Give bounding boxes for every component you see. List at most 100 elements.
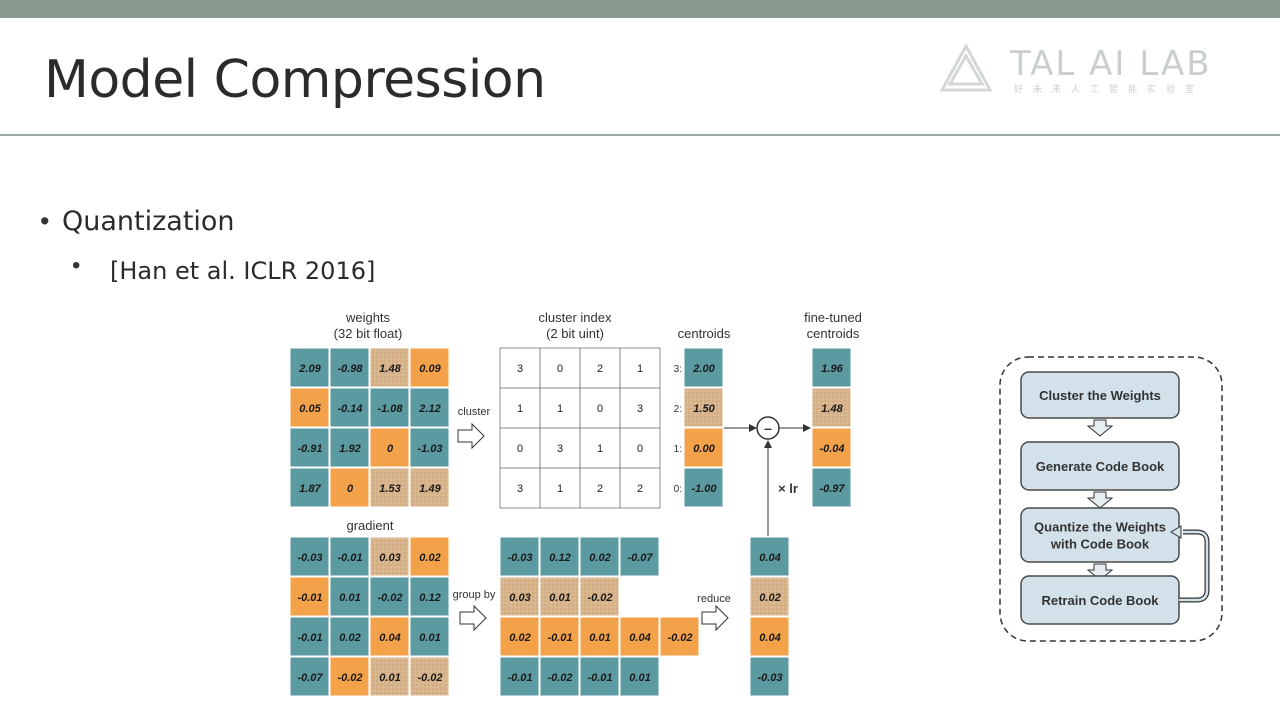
weight-cell: [369, 467, 410, 508]
gradient-value: -0.01: [297, 632, 322, 644]
grouped-value: -0.03: [507, 552, 532, 564]
grouped-cell: [579, 536, 620, 577]
weight-value: -1.08: [377, 403, 403, 415]
gradient-value: 0.02: [419, 552, 440, 564]
title-divider: [0, 134, 1280, 136]
cluster-index-value: 3: [637, 403, 643, 415]
weight-value: 1.48: [379, 363, 401, 375]
cluster-index-title: cluster index: [539, 310, 612, 325]
cluster-index-cell: [579, 387, 621, 429]
gradient-value: -0.02: [417, 672, 442, 684]
cluster-index-value: 1: [597, 443, 603, 455]
flowchart-down-arrow-icon: [1086, 491, 1114, 509]
grouped-value: 0.02: [589, 552, 610, 564]
grouped-value: -0.01: [507, 672, 532, 684]
grouped-value: 0.02: [509, 632, 530, 644]
groupby-label: group by: [453, 589, 496, 601]
grouped-value: -0.02: [587, 592, 612, 604]
weight-value: 1.92: [339, 443, 360, 455]
weights-title: (32 bit float): [334, 326, 403, 341]
gradient-cell: [409, 536, 450, 577]
weight-cell: [409, 467, 450, 508]
gradient-cell: [329, 576, 370, 617]
gradient-cell: [409, 656, 450, 697]
cluster-index-value: 2: [597, 363, 603, 375]
cluster-index-value: 3: [517, 483, 523, 495]
gradient-cell: [289, 616, 330, 657]
flowchart-down-arrow-icon: [1086, 419, 1114, 437]
groupby-arrow-icon: [459, 604, 487, 632]
cluster-index-title: (2 bit uint): [546, 326, 604, 341]
weight-value: 2.09: [298, 363, 321, 375]
weight-value: 0: [387, 443, 394, 455]
cluster-index-value: 2: [637, 483, 643, 495]
weight-value: -0.14: [337, 403, 362, 415]
reduced-cell: [749, 656, 790, 697]
flowchart-step-box: [1020, 507, 1180, 563]
centroid-index: 1:: [674, 444, 682, 455]
grouped-value: 0.04: [629, 632, 650, 644]
grouped-cell: [539, 536, 580, 577]
cluster-index-value: 0: [597, 403, 603, 415]
grouped-cell: [579, 616, 620, 657]
finetuned-value: 1.48: [821, 403, 843, 415]
flowchart-down-arrow-icon: [1086, 563, 1114, 581]
finetuned-cell: [811, 347, 852, 388]
grouped-cell: [499, 656, 540, 697]
grouped-cell: [499, 616, 540, 657]
weight-value: 1.53: [379, 483, 400, 495]
centroid-cell: [683, 347, 724, 388]
gradient-cell: [289, 536, 330, 577]
weight-value: -0.98: [337, 363, 363, 375]
gradient-value: 0.02: [339, 632, 360, 644]
grouped-value: 0.12: [549, 552, 570, 564]
finetuned-title: fine-tuned: [804, 310, 862, 325]
cluster-index-value: 3: [557, 443, 563, 455]
flowchart-border: [999, 356, 1223, 642]
gradient-cell: [289, 576, 330, 617]
gradient-cell: [329, 536, 370, 577]
cluster-index-cell: [579, 467, 621, 509]
flowchart-step-box: [1020, 441, 1180, 491]
cluster-index-value: 2: [597, 483, 603, 495]
gradient-value: 0.01: [339, 592, 360, 604]
flowchart-step-label: Quantize the Weights: [1034, 520, 1166, 535]
grouped-cell: [619, 536, 660, 577]
cluster-arrow-icon: [457, 422, 485, 450]
gradient-value: 0.03: [379, 552, 400, 564]
weight-cell: [329, 427, 370, 468]
reduce-label: reduce: [697, 593, 731, 605]
flowchart-loop-arrowhead-icon: [1170, 525, 1182, 539]
grouped-cell: [659, 616, 700, 657]
cluster-index-value: 1: [557, 403, 563, 415]
grouped-cell: [539, 616, 580, 657]
cluster-index-cell: [579, 427, 621, 469]
bullet-dot: •: [40, 206, 50, 236]
grouped-value: 0.01: [549, 592, 570, 604]
gradient-value: -0.02: [377, 592, 402, 604]
weight-cell: [369, 387, 410, 428]
cluster-index-value: 1: [557, 483, 563, 495]
cluster-index-value: 1: [637, 363, 643, 375]
cluster-index-cell: [539, 427, 581, 469]
grouped-value: 0.03: [509, 592, 530, 604]
gradient-value: -0.01: [297, 592, 322, 604]
flowchart-step-label: with Code Book: [1050, 537, 1150, 552]
flowchart-step-label: Retrain Code Book: [1041, 593, 1159, 608]
reduced-cell: [749, 616, 790, 657]
finetuned-value: 1.96: [821, 363, 843, 375]
weight-value: 1.49: [419, 483, 441, 495]
logo-icon: [939, 42, 993, 92]
gradient-cell: [289, 656, 330, 697]
finetuned-value: -0.97: [819, 483, 845, 495]
cluster-index-cell: [539, 347, 581, 389]
grouped-value: -0.02: [667, 632, 692, 644]
reduce-arrow-icon: [701, 604, 729, 632]
centroid-value: 0.00: [693, 443, 715, 455]
gradient-cell: [369, 576, 410, 617]
gradient-cell: [369, 656, 410, 697]
finetuned-value: -0.04: [819, 443, 844, 455]
grouped-cell: [619, 656, 660, 697]
